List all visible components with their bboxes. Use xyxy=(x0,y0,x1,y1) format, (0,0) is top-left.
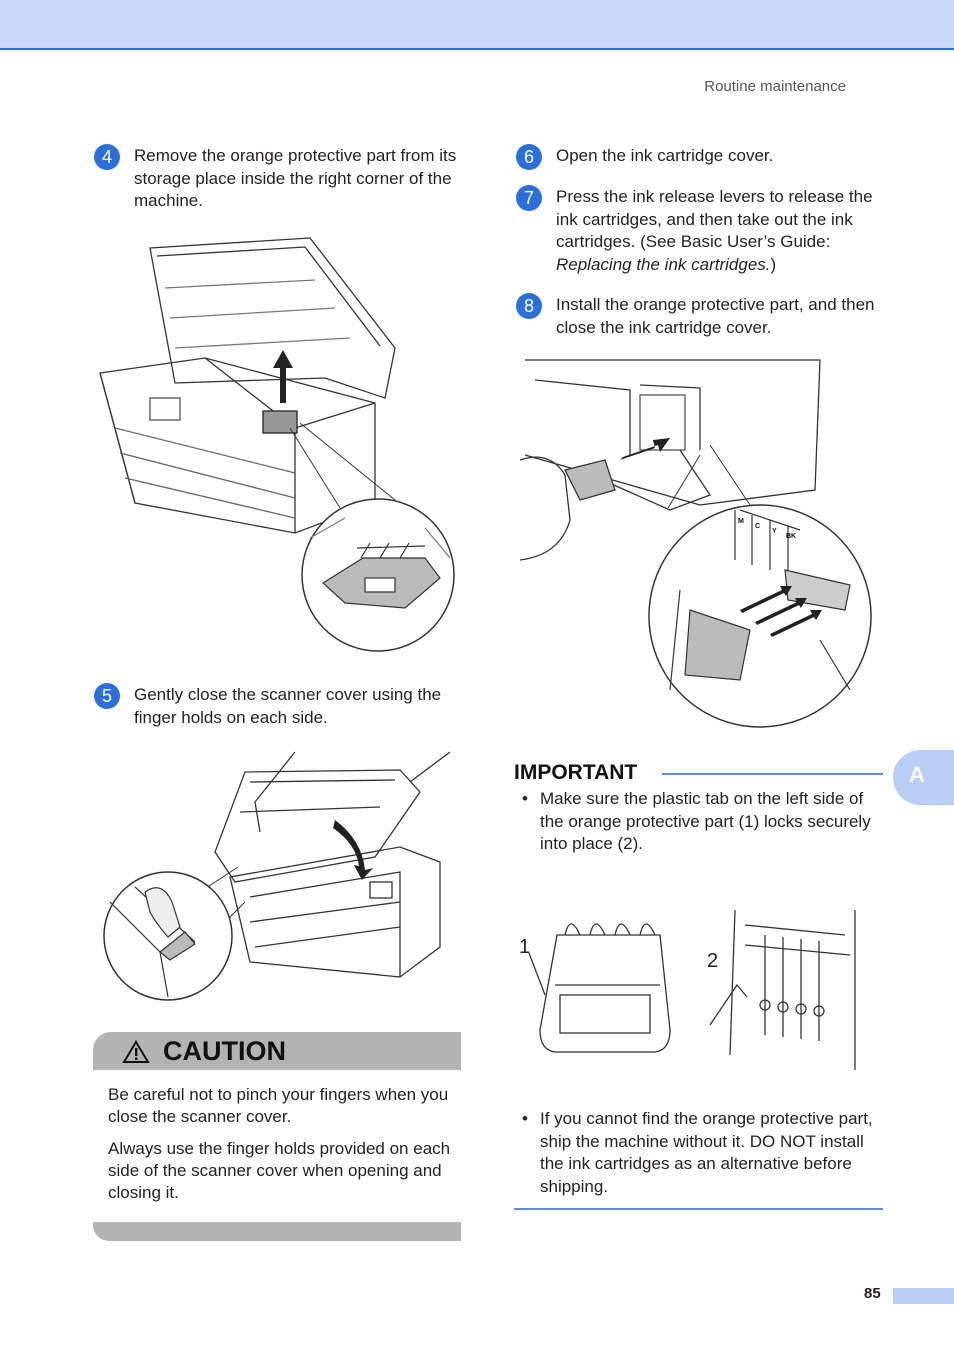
caution-header: CAUTION xyxy=(93,1032,461,1070)
step-5: 5 Gently close the scanner cover using t… xyxy=(94,683,464,729)
page-number-bar xyxy=(893,1288,954,1304)
callout-1: 1 xyxy=(519,936,530,958)
step-7: 7 Press the ink release levers to releas… xyxy=(516,185,886,276)
step-4: 4 Remove the orange protective part from… xyxy=(94,144,464,213)
step-number-badge: 5 xyxy=(94,683,120,709)
bullet-text: Make sure the plastic tab on the left si… xyxy=(540,789,871,853)
figure-close-scanner-cover xyxy=(103,751,451,1001)
arrow-curved-icon xyxy=(333,820,373,880)
step-text: Gently close the scanner cover using the… xyxy=(134,685,442,727)
step-text: Install the orange protective part, and … xyxy=(556,295,875,337)
important-rule xyxy=(662,773,883,775)
important-bullet: • If you cannot find the orange protecti… xyxy=(522,1108,882,1198)
step-text: Remove the orange protective part from i… xyxy=(134,146,457,210)
ink-label: M xyxy=(738,518,744,525)
bullet-text: If you cannot find the orange protective… xyxy=(540,1109,873,1196)
important-bullet: • Make sure the plastic tab on the left … xyxy=(522,788,882,856)
header-band xyxy=(0,0,954,50)
caution-paragraph: Always use the finger holds provided on … xyxy=(108,1139,451,1202)
running-head: Routine maintenance xyxy=(704,78,846,95)
step-number-badge: 4 xyxy=(94,144,120,170)
figure-parts-callouts: 1 2 xyxy=(519,909,856,1070)
step-number-badge: 6 xyxy=(516,144,542,170)
bullet-dot: • xyxy=(522,789,528,808)
caution-footer xyxy=(93,1222,461,1241)
important-title: IMPORTANT xyxy=(514,761,638,784)
bullet-dot: • xyxy=(522,1109,528,1128)
ink-label: C xyxy=(755,523,760,530)
warning-triangle-icon xyxy=(122,1040,150,1063)
arrow-up-icon xyxy=(273,350,293,403)
step-text: Press the ink release levers to release … xyxy=(556,187,873,251)
chapter-tab-label: A xyxy=(909,762,925,787)
step-text-italic: Replacing the ink cartridges. xyxy=(556,254,771,274)
page-number: 85 xyxy=(864,1285,881,1302)
callout-2: 2 xyxy=(707,950,718,972)
chapter-tab: A xyxy=(893,750,954,805)
step-text: Open the ink cartridge cover. xyxy=(556,146,774,165)
figure-remove-protective-part xyxy=(99,237,455,652)
ink-label: Y xyxy=(772,528,777,535)
step-number-badge: 7 xyxy=(516,185,542,211)
step-8: 8 Install the orange protective part, an… xyxy=(516,293,886,339)
zoom-circle xyxy=(648,504,872,728)
figure-install-protective-part: M C Y BK xyxy=(519,359,872,728)
step-text: ) xyxy=(770,254,777,274)
ink-label: BK xyxy=(786,533,796,540)
caution-paragraph: Be careful not to pinch your fingers whe… xyxy=(108,1085,449,1126)
caution-title: CAUTION xyxy=(163,1036,286,1066)
step-6: 6 Open the ink cartridge cover. xyxy=(516,144,886,170)
important-bottom-rule xyxy=(514,1208,883,1210)
arrow-push-icon xyxy=(620,438,670,460)
step-number-badge: 8 xyxy=(516,293,542,319)
